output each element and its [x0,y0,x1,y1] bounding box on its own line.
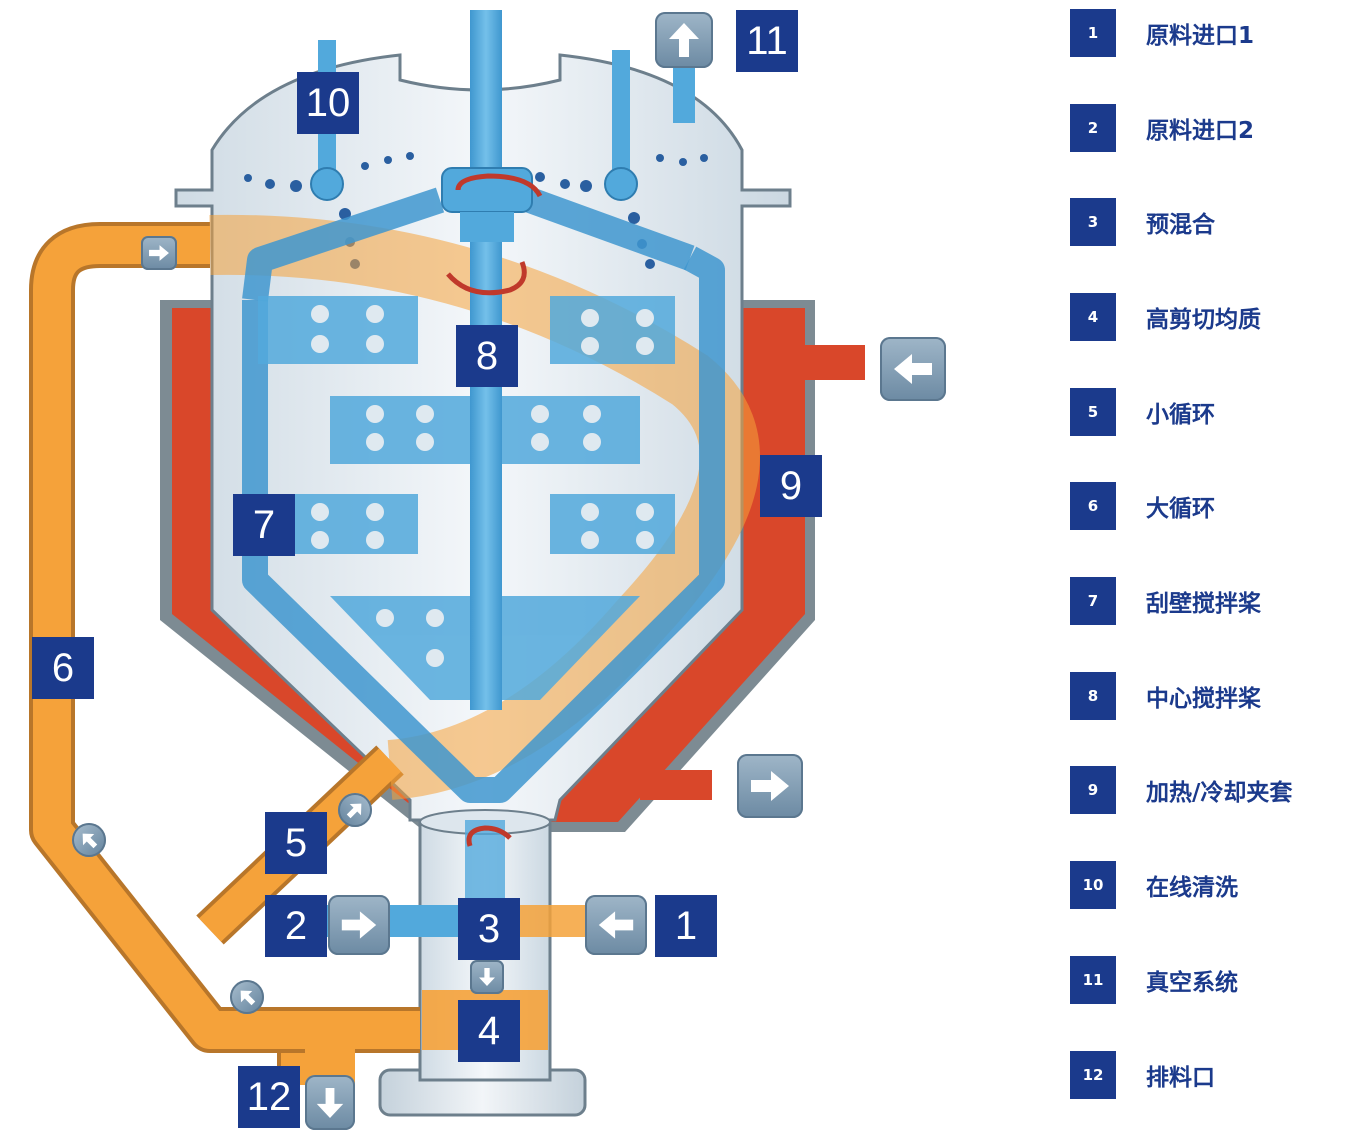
marker-1: 1 [655,895,717,957]
legend-number: 5 [1070,388,1116,436]
legend-number: 10 [1070,861,1116,909]
legend-item: 4 高剪切均质 [1070,293,1261,341]
marker-9: 9 [760,455,822,517]
legend-number: 6 [1070,482,1116,530]
paddles [258,296,675,700]
legend-number: 3 [1070,198,1116,246]
legend-label: 加热/冷却夹套 [1146,780,1293,806]
legend-item: 6 大循环 [1070,482,1215,530]
legend-item: 8 中心搅拌桨 [1070,672,1261,720]
marker-10: 10 [297,72,359,134]
legend-number: 11 [1070,956,1116,1004]
scraper-agitator [242,187,725,803]
discharge-down-arrow-icon [305,1075,355,1130]
marker-5: 5 [265,812,327,874]
legend-item: 7 刮壁搅拌桨 [1070,577,1261,625]
cip-and-vacuum-lines [310,40,695,201]
marker-4: 4 [458,1000,520,1062]
legend-item: 1 原料进口1 [1070,9,1254,57]
vessel-illustration [29,10,865,1117]
jacket-inlet-left-arrow-icon [880,337,946,401]
legend-item: 9 加热/冷却夹套 [1070,766,1292,814]
marker-6: 6 [32,637,94,699]
legend-number: 2 [1070,104,1116,152]
legend-number: 12 [1070,1051,1116,1099]
legend-label: 大循环 [1146,496,1215,522]
legend-label: 真空系统 [1146,970,1238,996]
mixer-diagram: 1 2 3 4 5 6 7 8 9 10 11 12 [29,10,946,1130]
legend-item: 2 原料进口2 [1070,104,1254,152]
legend-label: 小循环 [1146,402,1215,428]
legend-label: 刮壁搅拌桨 [1146,591,1261,617]
circulation-right-arrow-icon [141,236,177,270]
legend-label: 原料进口2 [1146,118,1255,144]
inlet-1-left-arrow-icon [585,895,647,955]
legend-item: 10 在线清洗 [1070,861,1238,909]
small-circulation-arrow-icon [330,785,380,835]
legend-item: 12 排料口 [1070,1051,1215,1099]
vacuum-up-arrow-icon [655,12,713,68]
legend-number: 8 [1070,672,1116,720]
orange-flow [209,214,760,800]
large-circulation-pipe [29,222,420,1100]
legend-label: 排料口 [1146,1065,1215,1091]
legend-label: 原料进口1 [1146,23,1255,49]
legend-number: 4 [1070,293,1116,341]
legend-item: 3 预混合 [1070,198,1215,246]
marker-3: 3 [458,898,520,960]
marker-2: 2 [265,895,327,957]
legend-label: 中心搅拌桨 [1146,686,1261,712]
inlet-2-right-arrow-icon [328,895,390,955]
legend-number: 1 [1070,9,1116,57]
marker-7: 7 [233,494,295,556]
legend-item: 11 真空系统 [1070,956,1238,1004]
legend-label: 预混合 [1146,212,1215,238]
return-circulation-arrow-icon [222,972,272,1022]
large-circulation-arrow-icon [64,815,114,865]
legend-label: 在线清洗 [1146,875,1238,901]
jacket-outlet-right-arrow-icon [737,754,803,818]
marker-8: 8 [456,325,518,387]
legend-item: 5 小循环 [1070,388,1215,436]
legend-label: 高剪切均质 [1146,307,1261,333]
legend-number: 7 [1070,577,1116,625]
legend-number: 9 [1070,766,1116,814]
marker-11: 11 [736,10,798,72]
rotation-arrow-icon [446,173,543,847]
premix-down-arrow-icon [470,960,504,994]
marker-12: 12 [238,1066,300,1128]
